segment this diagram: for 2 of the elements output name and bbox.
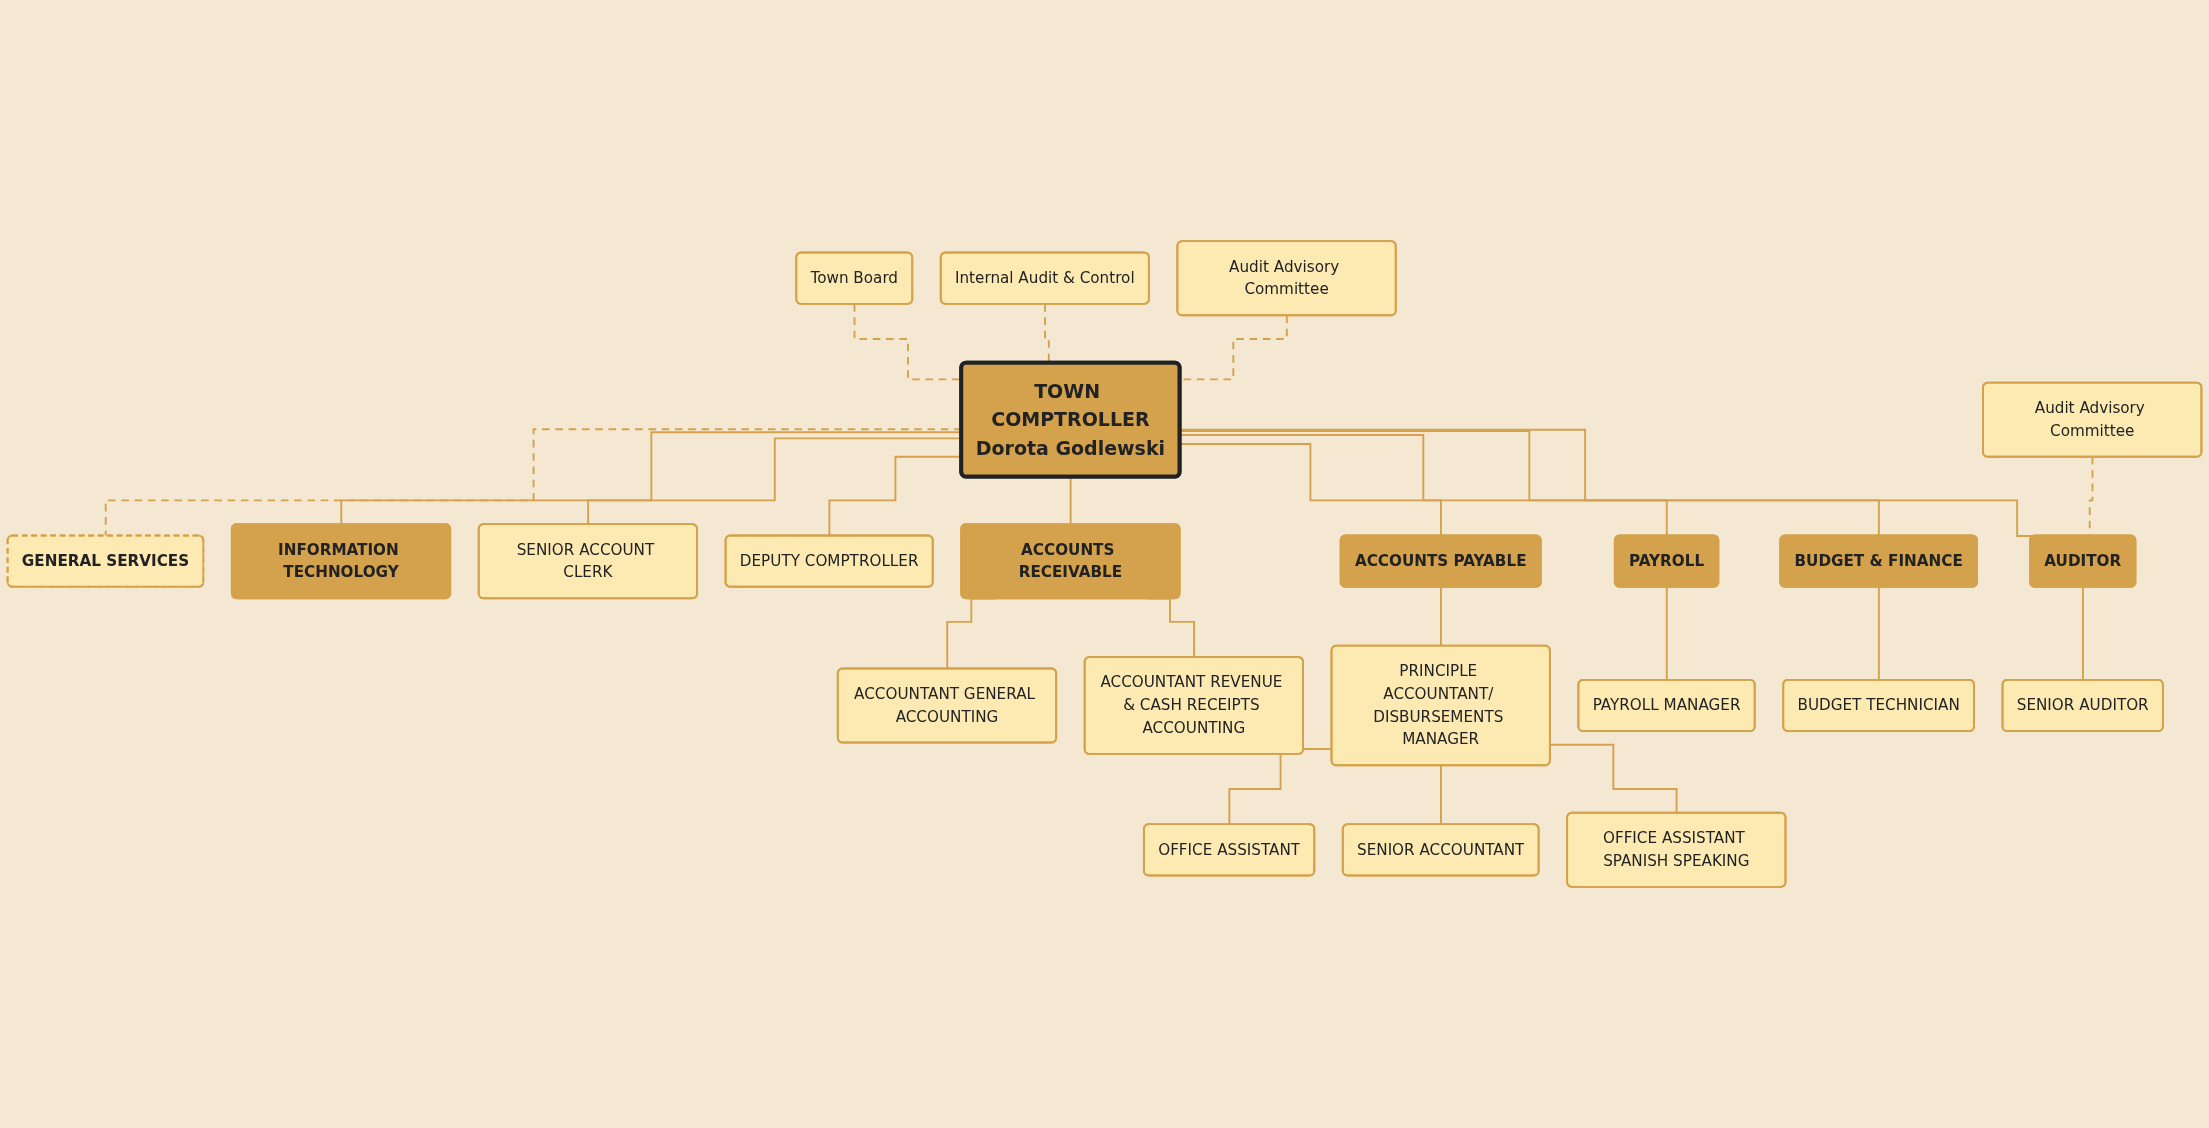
connector bbox=[1440, 764, 1443, 826]
connector bbox=[1069, 476, 1072, 526]
